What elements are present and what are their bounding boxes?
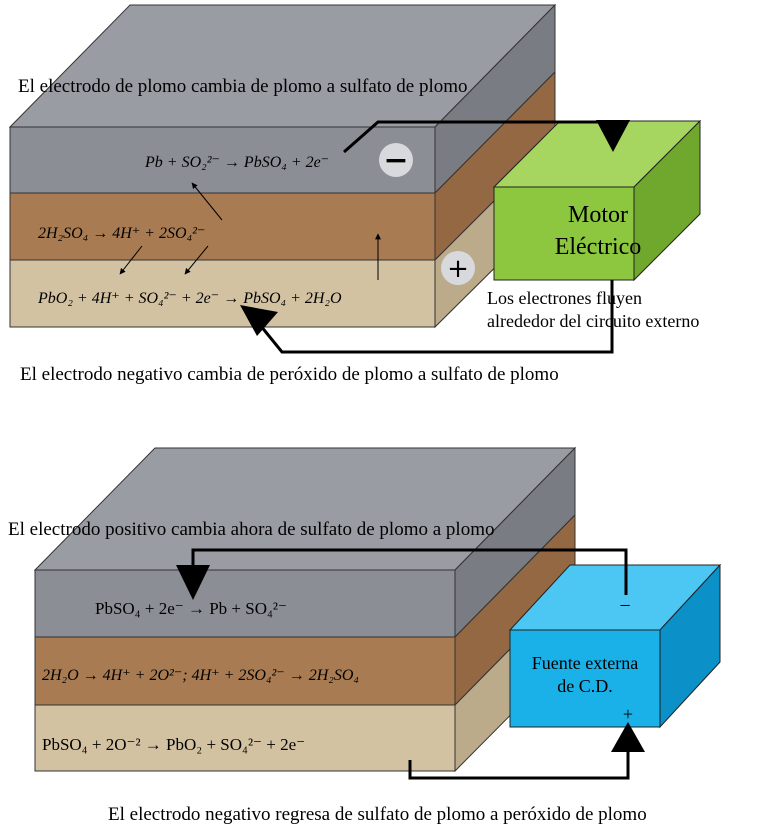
arrowhead-into-source <box>611 722 645 752</box>
charge-wire-lower <box>408 750 630 780</box>
layer-electrolyte <box>9 192 436 261</box>
motor-label-line2: Eléctrico <box>555 234 642 260</box>
source-front-face <box>509 629 661 728</box>
source-label-line1: Fuente externa <box>532 653 638 673</box>
bottom-equation-acid: 2H₂O → 4H⁺ + 2O²⁻; 4H⁺ + 2SO₄²⁻ → 2H₂SO₄ <box>42 667 359 684</box>
charge-wire-upper <box>191 548 628 595</box>
layer2-electrolyte <box>34 636 456 706</box>
source-minus-label: − <box>619 595 630 617</box>
motor-front-face <box>493 186 635 281</box>
layer2-lead-electrode <box>34 569 456 638</box>
top-caption-lower: El electrodo negativo cambia de peróxido… <box>20 364 559 385</box>
charge-diagram: El electrodo positivo cambia ahora de su… <box>8 446 722 825</box>
motor-label-line1: Motor <box>568 202 628 228</box>
arrowhead-into-motor <box>596 120 630 152</box>
source-plus-label: + <box>623 704 633 724</box>
plus-sign: + <box>447 254 469 284</box>
discharge-diagram: El electrodo de plomo cambia de plomo a … <box>8 3 702 385</box>
bottom-caption-lower: El electrodo negativo regresa de sulfato… <box>108 804 647 825</box>
top-equation-peroxide: PbO₂ + 4H⁺ + SO₄²⁻ + 2e⁻ → PbSO₄ + 2H₂O <box>37 290 342 307</box>
circuit-wire-lower <box>254 280 614 354</box>
layer-lead-electrode <box>9 126 436 194</box>
reaction-arrow-down-2 <box>184 245 209 275</box>
layer-lead-peroxide <box>9 259 436 328</box>
arrowhead-into-battery <box>240 305 278 336</box>
electrons-text-line1: Los electrones fluyen <box>487 288 642 308</box>
top-equation-acid: 2H₂SO₄ → 4H⁺ + 2SO₄²⁻ <box>38 225 205 242</box>
minus-badge <box>379 143 413 177</box>
reaction-arrow-up-left <box>191 182 223 221</box>
layer2-lead-peroxide <box>34 704 456 772</box>
reaction-arrow-down-1 <box>119 245 143 275</box>
source-label-line2: de C.D. <box>557 676 613 696</box>
plus-badge <box>441 251 475 285</box>
electrons-text-line2: alrededor del circuito externo <box>487 311 699 331</box>
top-caption-upper: El electrodo de plomo cambia de plomo a … <box>18 76 468 97</box>
bottom-caption-upper: El electrodo positivo cambia ahora de su… <box>8 519 494 540</box>
top-equation-lead: Pb + SO₂²⁻ → PbSO₄ + 2e⁻ <box>144 154 329 171</box>
minus-sign: − <box>383 143 408 178</box>
bottom-equation-peroxide: PbSO₄ + 2O⁻² → PbO₂ + SO₄²⁻ + 2e⁻ <box>42 735 305 754</box>
bottom-equation-lead: PbSO₄ + 2e⁻ → Pb + SO₄²⁻ <box>95 599 287 618</box>
arrowhead-into-battery2 <box>176 565 210 600</box>
